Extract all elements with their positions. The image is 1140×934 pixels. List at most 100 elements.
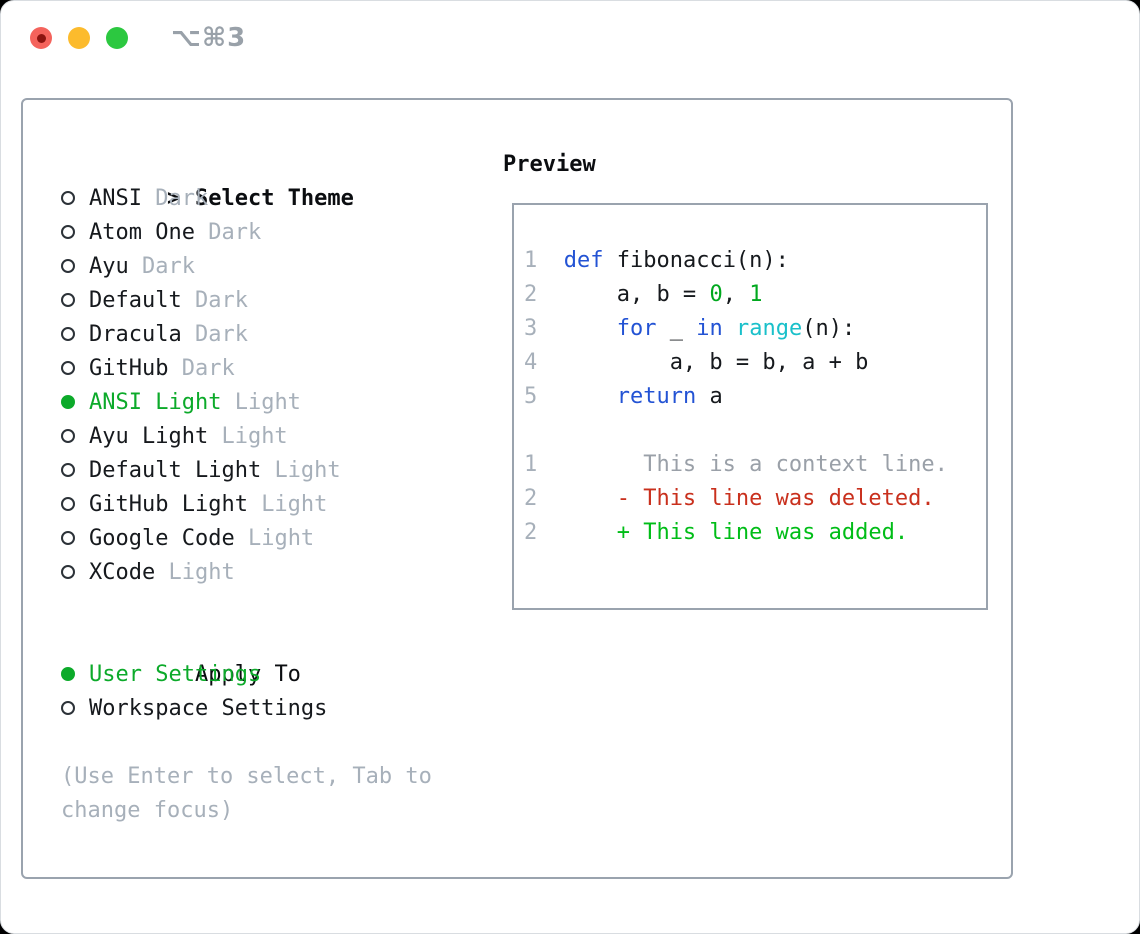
line-number: 1 bbox=[524, 248, 538, 273]
option-label: Dracula bbox=[89, 322, 195, 347]
theme-option-default-light[interactable]: Default Light Light bbox=[61, 454, 432, 488]
option-label: Default Light bbox=[89, 458, 275, 483]
theme-option-atom-one[interactable]: Atom One Dark bbox=[61, 216, 432, 250]
radio-icon bbox=[61, 327, 75, 341]
code-text: a, b = 0, 1 bbox=[550, 282, 763, 307]
option-label: Atom One bbox=[89, 220, 209, 245]
code-text: + This line was added. bbox=[550, 520, 909, 545]
option-label: User Settings bbox=[89, 662, 262, 687]
theme-option-ansi-light[interactable]: ANSI Light Light bbox=[61, 386, 432, 420]
option-variant-label: Light bbox=[274, 458, 341, 483]
selection-caret-icon: > bbox=[166, 186, 181, 211]
code-text: a, b = b, a + b bbox=[550, 350, 869, 375]
preview-blank-line bbox=[524, 414, 986, 448]
preview-line: 5 return a bbox=[524, 380, 986, 414]
line-number: 2 bbox=[524, 486, 538, 511]
preview-line: 3 for _ in range(n): bbox=[524, 312, 986, 346]
apply-option-user-settings[interactable]: User Settings bbox=[61, 658, 432, 692]
option-label: XCode bbox=[89, 560, 169, 585]
theme-option-ansi[interactable]: ANSI Dark bbox=[61, 182, 432, 216]
line-number: 1 bbox=[524, 452, 538, 477]
spacer bbox=[61, 590, 432, 624]
option-variant-label: Dark bbox=[194, 288, 248, 313]
option-variant-label: Light bbox=[234, 390, 301, 415]
preview-line: 1 def fibonacci(n): bbox=[524, 244, 986, 278]
radio-icon bbox=[61, 463, 75, 477]
option-variant-label: Dark bbox=[155, 186, 209, 211]
close-button-dot-icon bbox=[36, 33, 46, 43]
line-number: 2 bbox=[524, 282, 538, 307]
preview-line: 2 - This line was deleted. bbox=[524, 482, 986, 516]
theme-option-default[interactable]: Default Dark bbox=[61, 284, 432, 318]
radio-selected-icon bbox=[61, 667, 75, 681]
theme-option-google-code[interactable]: Google Code Light bbox=[61, 522, 432, 556]
option-variant-label: Dark bbox=[141, 254, 195, 279]
option-label: Google Code bbox=[89, 526, 248, 551]
radio-icon bbox=[61, 293, 75, 307]
radio-icon bbox=[61, 191, 75, 205]
minimize-button[interactable] bbox=[68, 27, 90, 49]
theme-option-ayu-light[interactable]: Ayu Light Light bbox=[61, 420, 432, 454]
line-number: 4 bbox=[524, 350, 538, 375]
help-line-1: (Use Enter to select, Tab to bbox=[61, 764, 432, 789]
radio-icon bbox=[61, 361, 75, 375]
option-variant-label: Dark bbox=[181, 356, 235, 381]
code-text: def fibonacci(n): bbox=[563, 248, 789, 273]
theme-option-dracula[interactable]: Dracula Dark bbox=[61, 318, 432, 352]
option-variant-label: Light bbox=[247, 526, 315, 551]
select-theme-header: > Select Theme bbox=[61, 148, 432, 211]
spacer bbox=[61, 726, 432, 760]
option-label: ANSI Light bbox=[89, 390, 235, 415]
radio-icon bbox=[61, 701, 75, 715]
theme-option-xcode[interactable]: XCode Light bbox=[61, 556, 432, 590]
option-label: Workspace Settings bbox=[89, 696, 328, 721]
option-label: ANSI bbox=[89, 186, 156, 211]
line-number: 2 bbox=[524, 520, 538, 545]
help-line-2: change focus) bbox=[61, 798, 234, 823]
option-variant-label: Dark bbox=[194, 322, 248, 347]
window-title: ⌥⌘3 bbox=[171, 23, 247, 53]
radio-icon bbox=[61, 565, 75, 579]
preview-line: 1 This is a context line. bbox=[524, 448, 986, 482]
maximize-button[interactable] bbox=[106, 27, 128, 49]
select-theme-title: Select Theme bbox=[194, 186, 354, 211]
preview-title: Preview bbox=[503, 152, 596, 177]
code-text: for _ in range(n): bbox=[616, 316, 856, 341]
theme-option-github-light[interactable]: GitHub Light Light bbox=[61, 488, 432, 522]
apply-to-header: Apply To bbox=[61, 624, 432, 687]
option-variant-label: Dark bbox=[208, 220, 262, 245]
radio-icon bbox=[61, 497, 75, 511]
option-label: Ayu bbox=[89, 254, 142, 279]
preview-pane: Preview 1 def fibonacci(n):2 a, b = 0, 1… bbox=[503, 148, 988, 610]
option-label: Ayu Light bbox=[89, 424, 222, 449]
option-label: GitHub bbox=[89, 356, 182, 381]
apply-to-title: Apply To bbox=[194, 662, 301, 687]
line-number: 5 bbox=[524, 384, 538, 409]
preview-line: 2 + This line was added. bbox=[524, 516, 986, 550]
theme-option-github[interactable]: GitHub Dark bbox=[61, 352, 432, 386]
code-text: - This line was deleted. bbox=[550, 486, 935, 511]
radio-icon bbox=[61, 429, 75, 443]
line-number: 3 bbox=[524, 316, 538, 341]
option-variant-label: Light bbox=[221, 424, 288, 449]
option-label: GitHub Light bbox=[89, 492, 262, 517]
radio-icon bbox=[61, 225, 75, 239]
preview-line: 2 a, b = 0, 1 bbox=[524, 278, 986, 312]
close-button[interactable] bbox=[30, 27, 52, 49]
code-text: return a bbox=[616, 384, 723, 409]
code-text: This is a context line. bbox=[550, 452, 948, 477]
preview-line: 4 a, b = b, a + b bbox=[524, 346, 986, 380]
apply-option-workspace-settings[interactable]: Workspace Settings bbox=[61, 692, 432, 726]
help-text: (Use Enter to select, Tab to change focu… bbox=[61, 760, 432, 828]
titlebar: ⌥⌘3 bbox=[1, 1, 1139, 75]
theme-option-ayu[interactable]: Ayu Dark bbox=[61, 250, 432, 284]
option-variant-label: Light bbox=[168, 560, 235, 585]
radio-icon bbox=[61, 531, 75, 545]
